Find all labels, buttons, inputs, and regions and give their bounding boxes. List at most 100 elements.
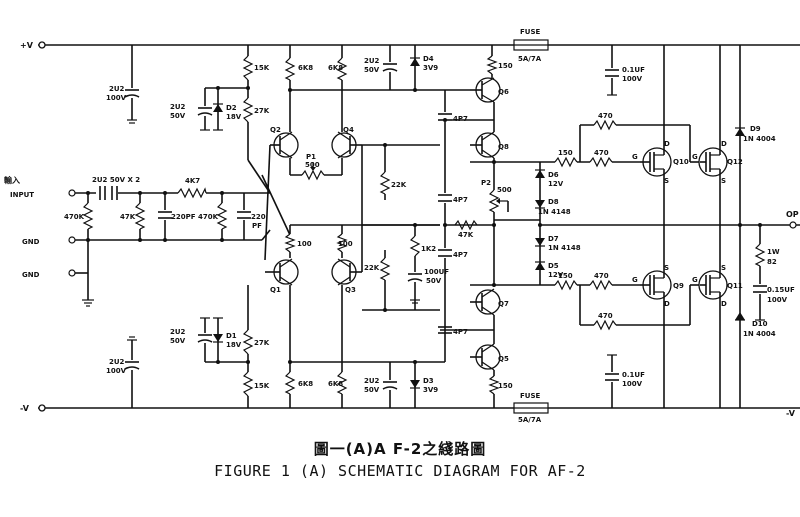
r6k8-c-label: 6K8 (298, 380, 313, 388)
c4p7-b-label: 4P7 (453, 196, 468, 204)
input-caps (96, 186, 118, 200)
c4p7-d-label: 4P7 (453, 328, 468, 336)
r470k-b-label: 470K (198, 213, 219, 221)
c01-top-v-label: 100V (622, 75, 643, 83)
q9-s-label: S (664, 264, 669, 272)
c015-v-label: 100V (767, 296, 788, 304)
c015-label: 0.15UF (767, 286, 795, 294)
d9-label: D9 (750, 125, 761, 133)
d6-v-label: 12V (548, 180, 564, 188)
p2-label: P2 (481, 179, 491, 187)
p1-label: P1 (306, 153, 316, 161)
d3-label: D3 (423, 377, 434, 385)
transistor-q4 (331, 131, 357, 159)
resistor-4k7 (177, 187, 207, 199)
r27k-bot-label: 27K (254, 339, 270, 347)
d8-v-label: 1N 4148 (538, 208, 571, 216)
q11-g-label: G (692, 276, 698, 284)
q1-label: Q1 (270, 286, 281, 294)
r15k-bot-label: 15K (254, 382, 270, 390)
r150-a-label: 150 (558, 149, 573, 157)
q12-s-label: S (721, 177, 726, 185)
gnd2-label: GND (22, 271, 40, 279)
q11-d-label: D (721, 300, 727, 308)
r47k-vas-label: 47K (458, 231, 474, 239)
fuse-bottom-label: FUSE (520, 392, 541, 400)
out-neg-label: -V (786, 409, 796, 418)
d9-v-label: 1N 4004 (743, 135, 776, 143)
fuse-bottom-value: 5A/7A (518, 416, 542, 424)
top-100v-label: 100V (106, 94, 127, 102)
c2u2-d3-v-label: 50V (364, 386, 380, 394)
c2u2-d4-label: 2U2 (364, 57, 380, 65)
c4p7-a-label: 4P7 (453, 115, 468, 123)
d8-label: D8 (548, 198, 559, 206)
positive-rail (38, 41, 800, 49)
bot-2u2-label: 2U2 (109, 358, 125, 366)
d1-v-label: 18V (226, 341, 242, 349)
r82-label: 82 (767, 258, 777, 266)
c220-b-label-2: PF (252, 222, 262, 230)
diode-d5 (535, 261, 545, 270)
transistor-q8 (475, 131, 501, 159)
d6-label: D6 (548, 171, 559, 179)
c220pf-label: 220PF (171, 213, 196, 221)
diode-d8 (535, 200, 545, 209)
c220-b-label: 220 (251, 213, 266, 221)
r470-b-label: 470 (594, 149, 609, 157)
c2u2-top-label: 2U2 (170, 103, 186, 111)
q12-g-label: G (692, 153, 698, 161)
c01-top-label: 0.1UF (622, 66, 645, 74)
q9-g-label: G (632, 276, 638, 284)
d7-label: D7 (548, 235, 559, 243)
fuse-top (513, 39, 549, 51)
d5-v-label: 12V (548, 271, 564, 279)
r47k-label: 47K (120, 213, 136, 221)
diode-d7 (535, 238, 545, 247)
caption-chinese: 圖一(A)A F-2之綫路圖 (313, 440, 487, 458)
c4p7-c-label: 4P7 (453, 251, 468, 259)
negative-rail (38, 404, 800, 412)
d2-label: D2 (226, 104, 237, 112)
d3-v-label: 3V9 (423, 386, 438, 394)
c100uf-label: 100UF (424, 268, 449, 276)
q11-label: Q11 (727, 282, 743, 290)
r150-b-label: 150 (558, 272, 573, 280)
q4-label: Q4 (343, 126, 354, 134)
q10-d-label: D (664, 140, 670, 148)
q7-label: Q7 (498, 300, 509, 308)
r150-top-label: 150 (498, 62, 513, 70)
fuse-top-value: 5A/7A (518, 55, 542, 63)
caption-english: FIGURE 1 (A) SCHEMATIC DIAGRAM FOR AF-2 (214, 462, 586, 480)
fuse-top-label: FUSE (520, 28, 541, 36)
d2-v-label: 18V (226, 113, 242, 121)
r6k8-a-label: 6K8 (298, 64, 313, 72)
r1w-label: 1W (767, 248, 780, 256)
pos-rail-label: +V (20, 41, 34, 50)
neg-rail-label: -V (20, 404, 30, 413)
input-cap-label: 2U2 50V X 2 (92, 176, 140, 184)
c2u2-bot-v-label: 50V (170, 337, 186, 345)
c2u2-bot-label: 2U2 (170, 328, 186, 336)
q12-label: Q12 (727, 158, 743, 166)
q8-label: Q8 (498, 143, 509, 151)
d5-label: D5 (548, 262, 559, 270)
p2-value-label: 500 (497, 186, 512, 194)
r150-bot-label: 150 (498, 382, 513, 390)
gnd1-label: GND (22, 238, 40, 246)
q3-label: Q3 (345, 286, 356, 294)
r6k8-b-label: 6K8 (328, 64, 343, 72)
r470-d-label: 470 (598, 312, 613, 320)
top-2u2-label: 2U2 (109, 85, 125, 93)
c2u2-d4-v-label: 50V (364, 66, 380, 74)
q10-s-label: S (664, 177, 669, 185)
q11-s-label: S (721, 264, 726, 272)
c01-bot-label: 0.1UF (622, 371, 645, 379)
q9-label: Q9 (673, 282, 684, 290)
c100uf-v-label: 50V (426, 277, 442, 285)
q5-label: Q5 (498, 355, 509, 363)
r22k-b-label: 22K (364, 264, 380, 272)
d7-v-label: 1N 4148 (548, 244, 581, 252)
c01-bot-v-label: 100V (622, 380, 643, 388)
r15k-top-label: 15K (254, 64, 270, 72)
